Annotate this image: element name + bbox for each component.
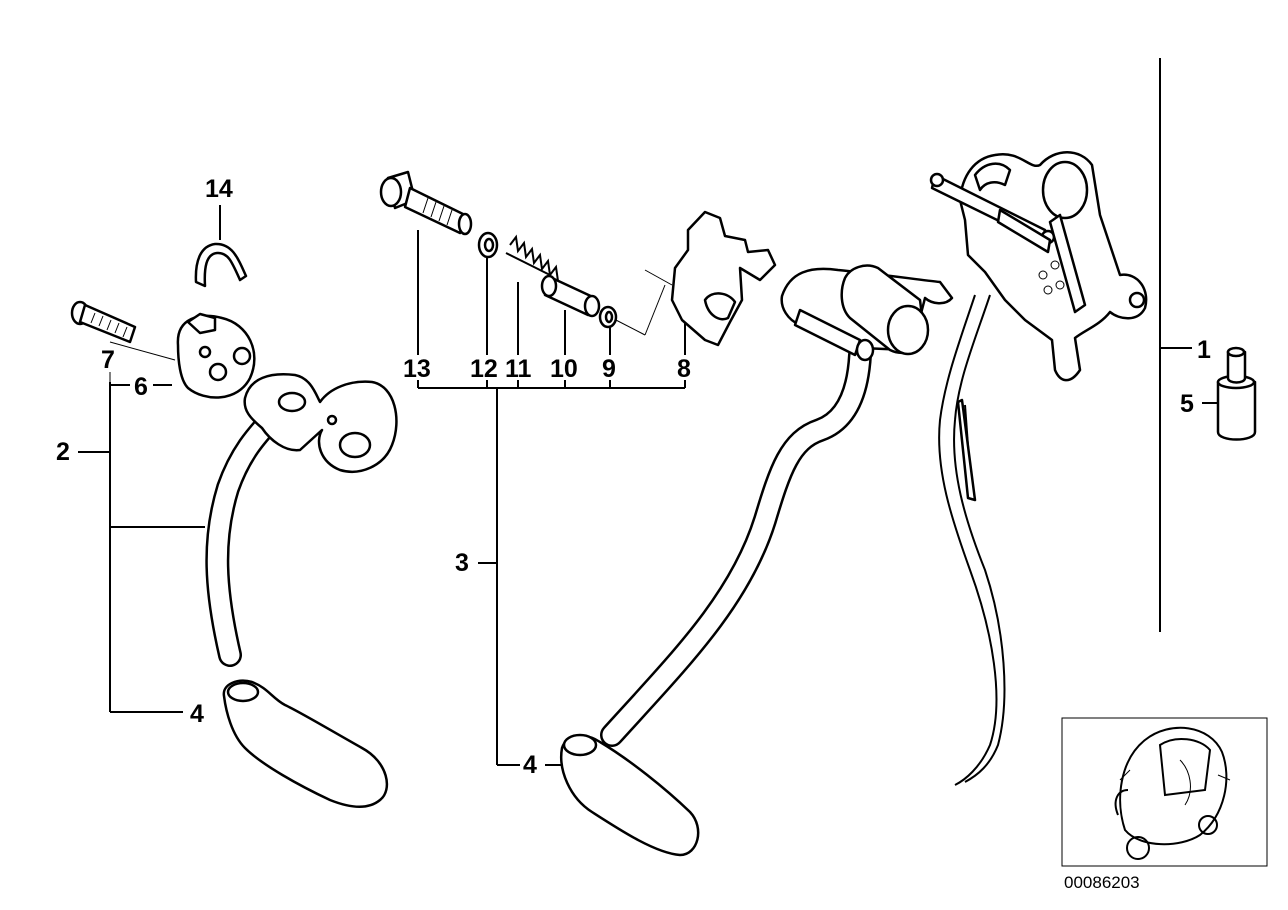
pedal-arm-group-2 xyxy=(205,373,398,667)
label-10: 10 xyxy=(550,355,578,383)
label-14: 14 xyxy=(205,175,233,203)
spring-part-11 xyxy=(505,234,559,282)
label-4-left: 4 xyxy=(190,700,204,728)
label-3: 3 xyxy=(455,549,469,577)
plate-part-8 xyxy=(670,210,777,347)
washer-part-12 xyxy=(477,231,499,259)
label-5: 5 xyxy=(1180,390,1194,418)
label-12: 12 xyxy=(470,355,498,383)
bolt-part-7 xyxy=(70,300,137,344)
label-2: 2 xyxy=(56,438,70,466)
label-6: 6 xyxy=(134,373,148,401)
pedal-arm-group-3 xyxy=(600,264,954,747)
image-code: 00086203 xyxy=(1064,873,1140,892)
cap-part-5 xyxy=(1216,346,1257,441)
label-1: 1 xyxy=(1197,336,1211,364)
lever-assembly-part-1 xyxy=(929,151,1148,786)
pedal-rubber-left-part-4 xyxy=(222,679,389,808)
pedal-rubber-center-part-4 xyxy=(560,733,700,857)
leader-lines xyxy=(78,58,1218,766)
washer-part-9 xyxy=(598,305,618,329)
label-4-center: 4 xyxy=(523,751,537,779)
label-11: 11 xyxy=(505,355,532,383)
callout-labels: 1 2 3 4 4 5 6 7 8 9 10 11 12 13 14 00086… xyxy=(56,175,1211,892)
label-7: 7 xyxy=(101,346,115,374)
knob-part-6 xyxy=(176,312,256,399)
label-9: 9 xyxy=(602,355,616,383)
clip-part-14 xyxy=(194,242,248,288)
bushing-part-10 xyxy=(540,274,601,318)
label-13: 13 xyxy=(403,355,431,383)
bolt-part-13 xyxy=(379,170,473,236)
vehicle-thumbnail xyxy=(1061,717,1268,867)
label-8: 8 xyxy=(677,355,691,383)
